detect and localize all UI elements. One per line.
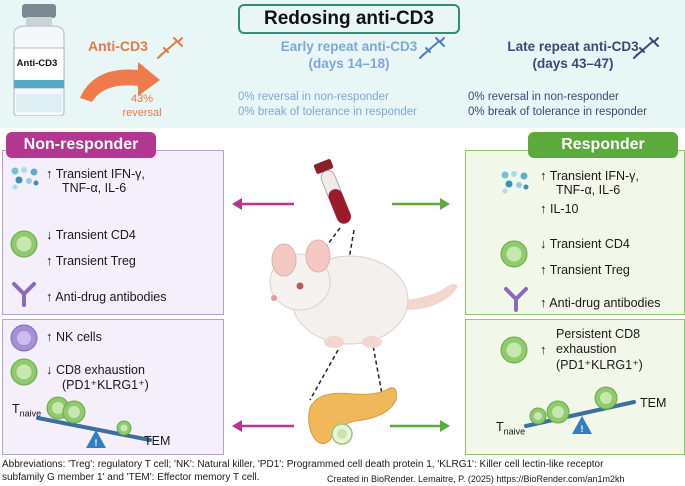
svg-text:!: ! <box>95 438 98 448</box>
anti-cd3-label: Anti-CD3 <box>88 38 148 54</box>
down-arrow-icon: ↓ <box>46 227 53 242</box>
cell-icon <box>10 230 38 258</box>
early-heading-line1: Early repeat anti-CD3 <box>280 39 418 54</box>
nr-cd4-text: Transient CD4 <box>55 228 136 242</box>
nk-cell-icon <box>10 324 38 352</box>
mouse-icon <box>269 239 458 348</box>
r-treg-text: Transient Treg <box>549 263 630 277</box>
responder-panel-top <box>465 150 685 315</box>
r-cd8-line1: Persistent CD8 <box>556 327 641 341</box>
late-heading-line1: Late repeat anti-CD3 <box>507 39 639 54</box>
center-illustration <box>232 159 458 445</box>
late-repeat-heading: Late repeat anti-CD3 (days 43–47) <box>466 38 680 72</box>
nr-tnaive-sub: naive <box>19 408 42 419</box>
r-item-cytokines: ↑ Transient IFN-γ, <box>540 168 639 184</box>
nr-nk-text: NK cells <box>55 330 102 344</box>
r-tnaive-label: Tnaive <box>496 420 525 437</box>
svg-text:!: ! <box>581 424 584 434</box>
up-arrow-icon: ↑ <box>46 166 53 181</box>
down-arrow-icon: ↓ <box>540 236 547 251</box>
r-cd8-line2: exhaustion <box>556 342 617 356</box>
seesaw-icon: ! <box>36 396 152 448</box>
reversal-word: reversal <box>122 107 162 119</box>
down-arrow-icon: ↓ <box>46 362 53 377</box>
r-cd8-line3: (PD1⁺KLRG1⁺) <box>556 358 643 372</box>
footer-abbreviations-1: Abbreviations: 'Treg': regulatory T cell… <box>2 459 604 470</box>
nr-item-cd4: ↓ Transient CD4 <box>46 227 136 243</box>
nr-item-cd8: ↓ CD8 exhaustion <box>46 362 145 378</box>
up-arrow-icon: ↑ <box>540 342 547 357</box>
r-item-treg: ↑ Transient Treg <box>540 262 630 278</box>
r-item-cd8: ↑ <box>540 342 547 358</box>
up-arrow-icon: ↑ <box>46 289 53 304</box>
cytokine-icon <box>11 167 39 190</box>
up-arrow-icon: ↑ <box>540 201 547 216</box>
early-line-2: 0% break of tolerance in responder <box>238 106 417 118</box>
early-repeat-heading: Early repeat anti-CD3 (days 14–18) <box>238 38 460 72</box>
arrow-left-bottom-icon <box>232 420 294 432</box>
pancreas-icon <box>308 387 397 445</box>
late-line-1: 0% reversal in non-responder <box>468 91 619 103</box>
non-responder-title: Non-responder <box>6 132 156 158</box>
syringe-icon <box>157 37 183 59</box>
footer-abbreviations-2: subfamily G member 1' and 'TEM': Effecto… <box>2 472 260 483</box>
r-cytokines-line2: TNF-α, IL-6 <box>556 183 621 197</box>
up-arrow-icon: ↑ <box>540 295 547 310</box>
blood-tube-icon <box>313 159 352 224</box>
nr-treg-text: Transient Treg <box>55 254 136 268</box>
non-responder-panel-top <box>2 150 224 315</box>
antibody-icon <box>504 287 528 312</box>
nr-tnaive-label: Tnaive <box>12 402 41 419</box>
up-arrow-icon: ↑ <box>540 168 547 183</box>
nr-item-cytokines: ↑ Transient IFN-γ, <box>46 166 145 182</box>
nr-tnaive-main: T <box>12 402 20 416</box>
r-cytokines-line1: Transient IFN-γ, <box>549 169 639 183</box>
r-tem-label: TEM <box>640 396 667 410</box>
nr-cytokines-line2: TNF-α, IL-6 <box>62 181 127 195</box>
nr-item-treg: ↑ Transient Treg <box>46 253 136 269</box>
up-arrow-icon: ↑ <box>46 329 53 344</box>
nr-item-antibodies: ↑ Anti-drug antibodies <box>46 289 166 305</box>
reversal-stat: 43% reversal <box>112 92 172 120</box>
cell-icon <box>10 358 38 386</box>
r-tnaive-sub: naive <box>503 426 526 437</box>
r-il10-text: IL-10 <box>549 202 579 216</box>
nr-cytokines-line1: Transient IFN-γ, <box>55 167 145 181</box>
arrow-left-top-icon <box>232 198 294 210</box>
cell-icon <box>500 336 528 364</box>
nr-item-nk: ↑ NK cells <box>46 329 102 345</box>
r-tnaive-main: T <box>496 420 504 434</box>
nr-tem-label: TEM <box>144 434 171 448</box>
responder-title: Responder <box>528 132 678 158</box>
cytokine-icon <box>501 171 529 194</box>
page-title: Redosing anti-CD3 <box>238 4 460 34</box>
vial-icon <box>13 4 65 116</box>
nr-cd8-line1: CD8 exhaustion <box>55 363 145 377</box>
early-heading-line2: (days 14–18) <box>308 56 390 71</box>
footer-credit: Created in BioRender. Lemaitre, P. (2025… <box>327 474 625 484</box>
late-heading-line2: (days 43–47) <box>532 56 614 71</box>
nr-cd8-line2: (PD1⁺KLRG1⁺) <box>62 378 149 392</box>
syringe-icon <box>419 37 445 59</box>
early-line-1: 0% reversal in non-responder <box>238 91 389 103</box>
nr-antibodies-text: Anti-drug antibodies <box>55 290 167 304</box>
reversal-arrow-icon <box>80 62 160 102</box>
arrow-right-top-icon <box>392 198 450 210</box>
up-arrow-icon: ↑ <box>540 262 547 277</box>
r-antibodies-text: Anti-drug antibodies <box>549 296 661 310</box>
cell-icon <box>500 240 528 268</box>
reversal-percent: 43% <box>130 93 154 105</box>
r-cd4-text: Transient CD4 <box>549 237 630 251</box>
r-item-il10: ↑ IL-10 <box>540 201 578 217</box>
up-arrow-icon: ↑ <box>46 253 53 268</box>
r-item-cd4: ↓ Transient CD4 <box>540 236 630 252</box>
seesaw-icon: ! <box>524 386 636 434</box>
arrow-right-bottom-icon <box>390 420 450 432</box>
syringe-icon <box>633 37 659 59</box>
late-line-2: 0% break of tolerance in responder <box>468 106 647 118</box>
r-item-antibodies: ↑ Anti-drug antibodies <box>540 295 660 311</box>
antibody-icon <box>12 282 36 307</box>
vial-label: Anti-CD3 <box>16 58 58 69</box>
